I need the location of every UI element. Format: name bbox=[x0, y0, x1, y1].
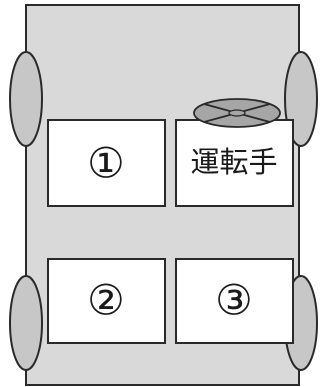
seat-rear-right bbox=[175, 258, 294, 344]
seat-front-left-label: ① bbox=[87, 139, 125, 188]
seat-front-left bbox=[47, 119, 166, 207]
seat-driver bbox=[175, 119, 294, 207]
seat-driver-label: 運転手 bbox=[190, 145, 277, 179]
steering-wheel-icon bbox=[193, 98, 281, 128]
wheel-icon bbox=[9, 51, 43, 147]
wheel-icon bbox=[9, 275, 43, 371]
seat-rear-left-label: ② bbox=[87, 276, 125, 325]
seat-rear-left bbox=[47, 258, 166, 344]
seat-rear-right-label: ③ bbox=[215, 276, 253, 325]
